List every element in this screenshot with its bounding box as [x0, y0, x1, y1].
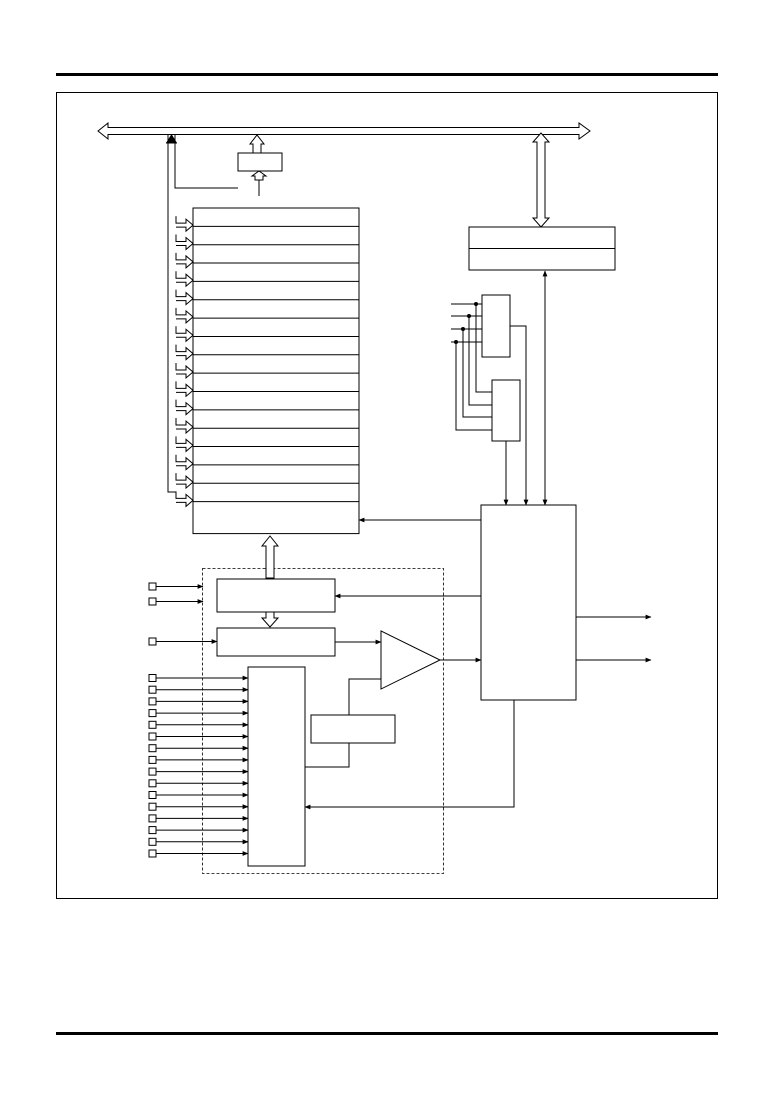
analog-input-pin: [148, 802, 157, 811]
left-bus-arrow: [166, 134, 177, 143]
register-input-arrow: [175, 216, 194, 233]
right-bus-connection: [531, 132, 551, 228]
register-input-arrow: [175, 491, 194, 508]
upper-input-pins: [148, 582, 204, 606]
figure-frame: [56, 92, 718, 899]
left-bus-line: [167, 135, 238, 493]
analog-input-pin: [148, 697, 157, 706]
analog-input-pin: [148, 755, 157, 764]
latch-input-arrow: [250, 170, 268, 181]
header-rule: [56, 73, 718, 76]
sample-hold-box: [310, 714, 396, 744]
register-input-arrow: [175, 362, 194, 380]
logic-box-b: [491, 379, 521, 442]
register-input-arrow: [175, 326, 194, 343]
analog-input-pin: [148, 791, 157, 799]
register-input-arrow: [175, 271, 194, 288]
register-input-arrow: [175, 234, 194, 251]
logic-a-out: [510, 325, 529, 506]
analog-input-pin: [148, 849, 157, 858]
register-input-arrow: [175, 418, 194, 435]
data-bus: [97, 121, 591, 141]
analog-input-pin: [148, 720, 157, 729]
analog-input-pin: [148, 744, 157, 753]
latch-bus-up: [248, 134, 266, 154]
analog-input-pin: [148, 709, 157, 718]
analog-input-pin: [148, 685, 157, 694]
analog-input-pin: [148, 674, 157, 682]
analog-input-pin: [148, 814, 157, 823]
register-input-arrow: [175, 381, 194, 398]
adc-inner-bus: [260, 611, 280, 628]
address-latch-box: [237, 152, 283, 172]
adc-region: [202, 568, 444, 874]
register-input-arrow: [175, 289, 194, 306]
sar-register: [216, 627, 336, 657]
register-input-arrow: [175, 473, 194, 490]
analog-input-pin: [148, 826, 157, 835]
adc-result-register: [216, 578, 336, 613]
controller-to-mux: [304, 700, 515, 810]
register-input-arrow: [175, 399, 194, 416]
logic-box-a: [481, 294, 511, 358]
mid-input-pin: [148, 637, 218, 646]
control-unit-block: [480, 504, 577, 701]
register-bank: [175, 207, 360, 535]
register-input-arrow: [175, 436, 194, 453]
register-input-arrow: [175, 454, 194, 471]
analog-multiplexer: [247, 666, 306, 867]
comparator: [380, 630, 442, 690]
mux-to-sh: [305, 743, 350, 768]
analog-input-pin: [148, 767, 157, 776]
register-input-arrow: [175, 252, 194, 269]
analog-input-pin: [148, 779, 157, 788]
register-input-arrow: [175, 307, 194, 325]
sh-to-comparator: [348, 678, 381, 715]
logic-inputs: [451, 302, 492, 431]
adc-data-bus: [260, 535, 280, 579]
analog-input-pin: [148, 837, 157, 846]
analog-input-pin: [148, 732, 157, 741]
analog-input-pins: [148, 674, 249, 858]
footer-rule: [56, 1032, 718, 1035]
register-bank-outline: [192, 207, 360, 535]
register-input-arrow: [175, 344, 194, 361]
